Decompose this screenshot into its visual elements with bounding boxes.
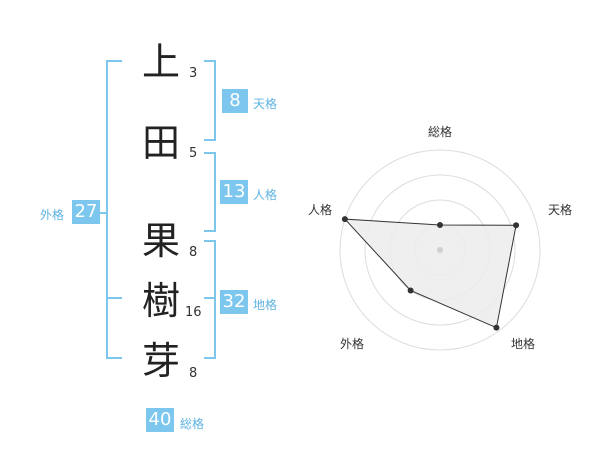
chikaku-bracket-top	[204, 240, 216, 242]
chikaku-bracket-mid	[204, 297, 216, 299]
stroke-count-2: 5	[189, 146, 198, 161]
tenkaku-label: 天格	[253, 97, 278, 111]
name-char-2: 田	[142, 121, 181, 165]
gaikaku-bracket-top	[106, 60, 122, 62]
radar-shape	[343, 218, 517, 329]
gaikaku-label: 外格	[40, 208, 65, 222]
soukaku-value: 40	[146, 408, 174, 432]
jinkaku-label: 人格	[253, 188, 278, 202]
jinkaku-bracket-bottom	[204, 230, 216, 232]
gaikaku-bracket-mid	[106, 297, 122, 299]
gaikaku-bracket-bottom	[106, 357, 122, 359]
tenkaku-bracket-line	[214, 60, 216, 141]
radar-point	[341, 216, 348, 223]
jinkaku-value: 13	[220, 180, 248, 204]
radar-point	[493, 324, 500, 331]
stroke-count-4: 16	[185, 305, 202, 320]
radar-point	[407, 287, 414, 294]
radar-point	[437, 222, 443, 228]
jinkaku-bracket-line	[214, 152, 216, 232]
radar-label-soukaku: 総格	[428, 125, 453, 139]
chikaku-label: 地格	[253, 298, 278, 312]
chikaku-bracket-bottom	[204, 357, 216, 359]
radar-label-jinkaku: 人格	[308, 203, 333, 217]
stroke-count-3: 8	[189, 245, 198, 260]
radar-ring	[364, 174, 516, 326]
chikaku-value: 32	[220, 290, 248, 314]
jinkaku-bracket-top	[204, 152, 216, 154]
tenkaku-bracket-top	[204, 60, 216, 62]
name-char-5: 芽	[142, 339, 181, 383]
tenkaku-value: 8	[222, 89, 248, 113]
name-char-1: 上	[142, 40, 181, 84]
stroke-count-1: 3	[189, 66, 198, 81]
gaikaku-bracket-line	[106, 60, 108, 359]
radar-chart	[339, 149, 541, 351]
name-char-4: 樹	[142, 279, 181, 323]
stroke-count-5: 8	[189, 366, 198, 381]
name-char-3: 果	[142, 219, 181, 263]
radar-ring	[339, 149, 541, 351]
gaikaku-connector	[96, 212, 108, 214]
chikaku-bracket-line	[214, 240, 216, 359]
tenkaku-bracket-bottom	[204, 139, 216, 141]
radar-center	[437, 247, 443, 253]
radar-label-chikaku: 地格	[511, 337, 536, 351]
gaikaku-value: 27	[72, 200, 100, 224]
soukaku-label: 総格	[180, 417, 205, 431]
radar-points	[341, 216, 520, 331]
radar-point	[513, 222, 520, 229]
radar-label-tenkaku: 天格	[548, 203, 573, 217]
radar-label-gaikaku: 外格	[340, 337, 365, 351]
